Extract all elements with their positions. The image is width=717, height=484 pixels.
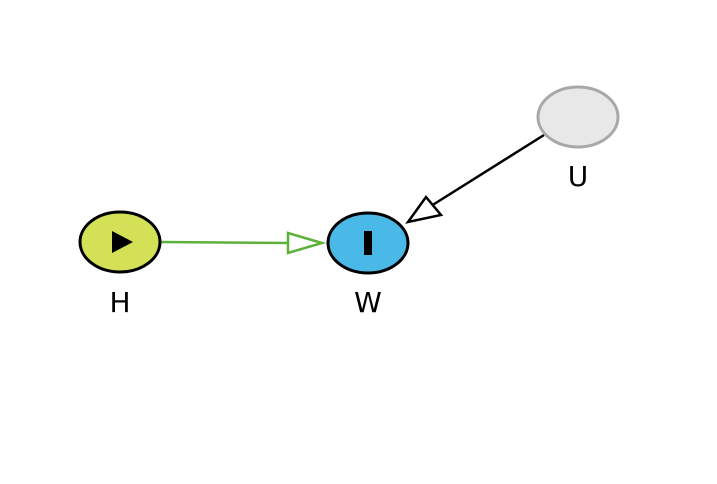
node-h-label: H xyxy=(109,286,130,319)
edge-u-to-w-line xyxy=(430,133,545,208)
edge-u-to-w xyxy=(405,133,545,224)
node-u[interactable]: U xyxy=(536,85,620,193)
node-w-label: W xyxy=(354,286,382,319)
edge-h-to-w-arrowhead xyxy=(286,231,327,255)
node-w[interactable]: W xyxy=(326,211,410,319)
node-h[interactable]: H xyxy=(78,210,162,319)
node-u-ellipse[interactable] xyxy=(536,85,620,149)
node-u-label: U xyxy=(568,160,589,193)
edge-u-to-w-arrowhead xyxy=(405,194,444,224)
edge-h-to-w xyxy=(159,231,327,255)
pause-bar-icon xyxy=(364,231,372,255)
edge-h-to-w-line xyxy=(159,240,289,245)
play-icon xyxy=(112,231,133,253)
